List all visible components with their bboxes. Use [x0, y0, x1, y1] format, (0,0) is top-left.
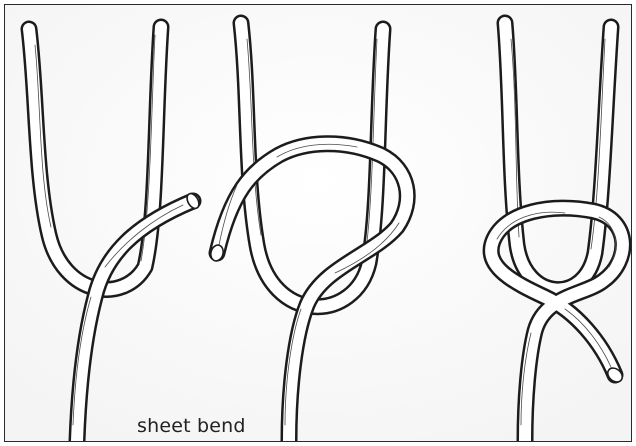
illustration-frame: sheet bend	[4, 4, 632, 442]
knot-illustration	[5, 5, 631, 441]
caption-label: sheet bend	[137, 415, 246, 437]
